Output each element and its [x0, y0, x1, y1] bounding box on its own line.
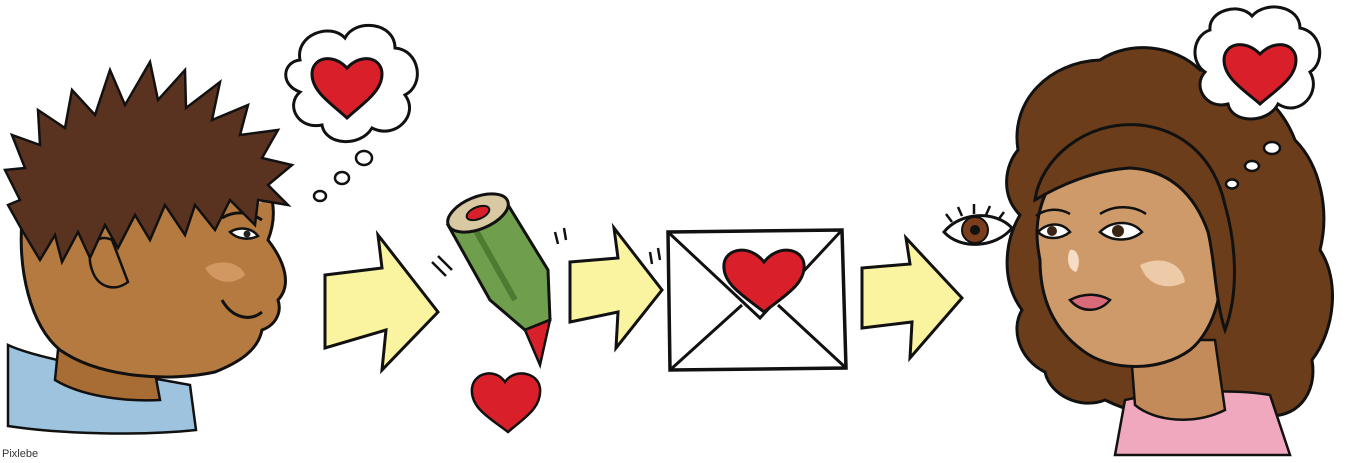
girl-pupil-left [1047, 226, 1057, 236]
arrow-icon [325, 235, 438, 370]
arrow-icon [862, 238, 962, 358]
thought-dot-2 [1245, 161, 1259, 171]
boy-thought-bubble [286, 25, 418, 201]
thought-dot-1 [1264, 142, 1280, 154]
girl-pupil-right [1112, 225, 1124, 237]
eye-icon [944, 204, 1012, 244]
boy-figure [5, 62, 292, 433]
girl-figure [1007, 48, 1333, 455]
thought-dot-2 [335, 172, 349, 184]
pencil-drawn-heart [472, 373, 540, 432]
envelope-heart-icon [668, 230, 846, 370]
thought-dot-3 [1226, 180, 1238, 189]
arrow-icon [570, 228, 662, 348]
arrow-motion-mark [650, 248, 660, 264]
pencil-motion-mark-left [432, 256, 452, 276]
image-credit: Pixlebe [2, 448, 38, 461]
thought-dot-3 [314, 191, 326, 201]
thought-dot-1 [356, 151, 372, 165]
pencil-drawing-heart-icon [432, 186, 566, 432]
eye-pupil [970, 225, 980, 235]
boy-pupil [244, 231, 251, 238]
pencil-motion-mark-right [555, 228, 566, 244]
